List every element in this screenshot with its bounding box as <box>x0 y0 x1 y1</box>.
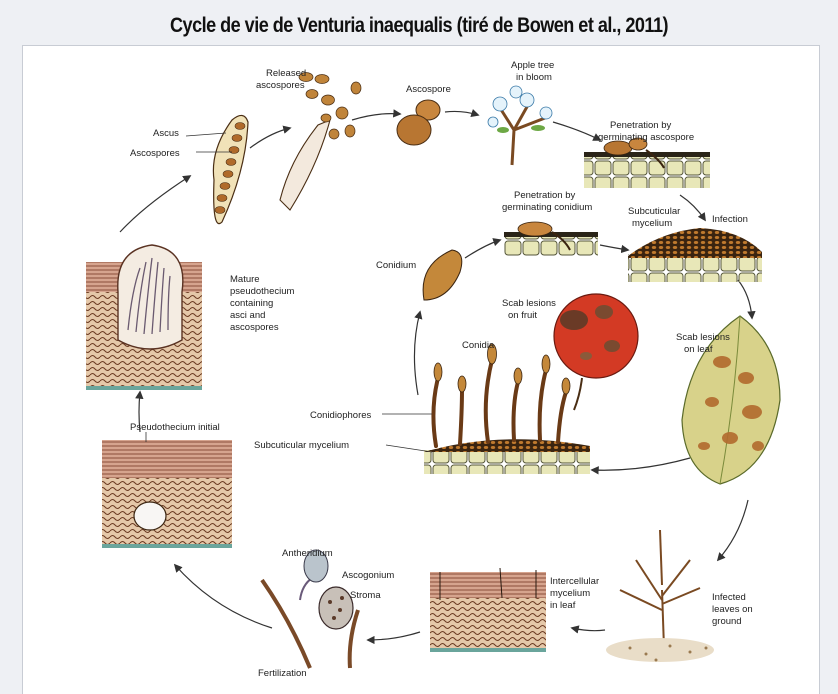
label-scab-fruit-2: on fruit <box>508 310 537 321</box>
label-ascus: Ascus <box>153 128 179 139</box>
label-mature-4: asci and <box>230 310 265 321</box>
arrow-ground-to-intercellular <box>572 628 605 631</box>
label-conidia: Conidia <box>462 340 495 351</box>
ascus <box>186 115 248 223</box>
infection-tissue <box>628 228 762 282</box>
label-pen-conidium-1: Penetration by <box>514 190 576 201</box>
pseudothecium-initial <box>102 432 232 548</box>
label-pen-ascospore-1: Penetration by <box>610 120 672 131</box>
penetration-ascospore <box>584 138 710 188</box>
label-mature-3: containing <box>230 298 273 309</box>
arrow-leaf-to-ground <box>718 500 748 560</box>
mature-pseudothecium <box>86 245 202 390</box>
label-intercellular-2: mycelium <box>550 588 590 599</box>
arrow-intercellular-to-fertilization <box>368 632 420 640</box>
label-mature-5: ascospores <box>230 322 279 333</box>
label-infected-2: leaves on <box>712 604 753 615</box>
label-mature-1: Mature <box>230 274 260 285</box>
label-infection: Infection <box>712 214 748 225</box>
label-infected-3: ground <box>712 616 742 627</box>
arrow-pseudothecium-to-ascus <box>120 176 190 232</box>
label-pen-ascospore-2: germinating ascospore <box>598 132 694 143</box>
arrow-fertilization-to-initial <box>175 565 272 628</box>
label-subcut-top-1: Subcuticular <box>628 206 680 217</box>
arrow-ascospore-to-tree <box>445 111 478 115</box>
arrow-tree-to-penetration <box>553 122 600 140</box>
single-ascospore <box>397 100 440 145</box>
label-intercellular-1: Intercellular <box>550 576 599 587</box>
label-conidiophores: Conidiophores <box>310 410 372 421</box>
label-scab-fruit-1: Scab lesions <box>502 298 556 309</box>
infected-leaves-on-ground <box>606 530 714 662</box>
conidiophores-tissue <box>382 344 590 474</box>
arrow-germconidium-to-infection <box>600 245 628 250</box>
arrow-infection-to-leaf <box>738 280 752 318</box>
label-pseudothecium-initial: Pseudothecium initial <box>130 422 220 433</box>
label-released-2: ascospores <box>256 80 305 91</box>
label-pen-conidium-2: germinating conidium <box>502 202 592 213</box>
apple-tree-in-bloom <box>488 86 552 165</box>
label-ascospore: Ascospore <box>406 84 451 95</box>
penetration-conidium <box>504 222 598 256</box>
label-infected-1: Infected <box>712 592 746 603</box>
label-ascospores: Ascospores <box>130 148 180 159</box>
intercellular-mycelium <box>430 568 546 652</box>
fertilization <box>262 550 358 668</box>
label-stroma: Stroma <box>350 590 381 601</box>
label-apple-tree-1: Apple tree <box>511 60 554 71</box>
label-subcut-top-2: mycelium <box>632 218 672 229</box>
arrow-ascus-to-released <box>250 128 290 148</box>
arrow-conidium-to-germconidium <box>465 240 500 258</box>
arrow-released-to-ascospore <box>352 114 400 120</box>
conidium <box>423 250 462 300</box>
label-ascogonium: Ascogonium <box>342 570 394 581</box>
label-conidium: Conidium <box>376 260 416 271</box>
label-antheridium: Antheridium <box>282 548 333 559</box>
label-scab-leaf-1: Scab lesions <box>676 332 730 343</box>
released-ascospores <box>280 73 361 211</box>
label-fertilization: Fertilization <box>258 668 307 679</box>
arrow-leaf-to-conidiophores <box>592 458 690 470</box>
label-released-1: Released <box>266 68 306 79</box>
label-apple-tree-2: in bloom <box>516 72 552 83</box>
label-intercellular-3: in leaf <box>550 600 576 611</box>
label-subcut-bottom: Subcuticular mycelium <box>254 440 349 451</box>
label-scab-leaf-2: on leaf <box>684 344 713 355</box>
label-mature-2: pseudothecium <box>230 286 295 297</box>
arrow-penetration-to-infection <box>680 195 705 220</box>
arrow-conidiophores-to-conidium <box>414 312 420 395</box>
